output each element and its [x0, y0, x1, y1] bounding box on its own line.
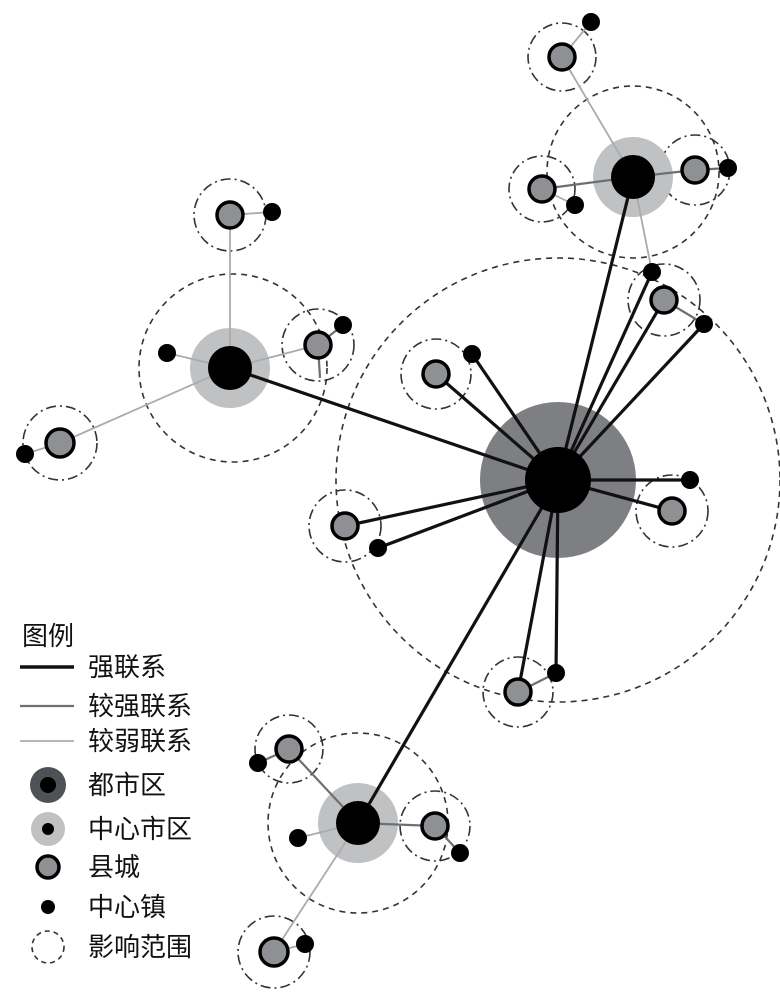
strong-link: [344, 478, 559, 528]
town-node: [263, 203, 281, 221]
town-node: [643, 263, 661, 281]
legend-label-influence: 影响范围: [88, 933, 192, 963]
strong-link: [556, 271, 654, 481]
halos: [190, 137, 673, 863]
legend: 图例 强联系 较强联系 较弱联系 都市区 中心市区 县城 中心镇 影响范围: [20, 622, 192, 964]
town-node: [566, 196, 584, 214]
influence-ring-county: [400, 338, 472, 410]
town-node: [16, 445, 34, 463]
legend-label-center: 中心市区: [88, 815, 192, 845]
town-node: [681, 471, 699, 489]
county-node: [258, 936, 290, 968]
legend-label-metro: 都市区: [88, 771, 166, 801]
influence-ring-county: [508, 155, 576, 223]
town-node: [695, 315, 713, 333]
county-node: [527, 174, 557, 204]
influence-ring-county: [635, 474, 709, 548]
weak-link: [273, 822, 359, 953]
influence-ring-county: [308, 489, 382, 563]
influence-ring-county: [527, 22, 597, 92]
strong-link: [356, 479, 560, 824]
legend-label-strong: 强联系: [88, 653, 166, 683]
influence-ring-county: [22, 405, 98, 481]
strong-link: [516, 479, 560, 693]
center-core-s: [336, 801, 380, 845]
center-core-nw: [208, 346, 252, 390]
influence-ring-county: [482, 656, 554, 728]
town-node: [369, 539, 387, 557]
legend-swatch-metro: [30, 767, 66, 803]
legend-swatch-center: [31, 812, 65, 846]
legend-label-county: 县城: [88, 853, 140, 883]
town-node: [158, 344, 176, 362]
county-node: [421, 359, 451, 389]
town-node: [296, 935, 314, 953]
town-node: [582, 13, 600, 31]
influence-ring-center-ne: [546, 85, 720, 259]
influence-ring-metro: [335, 257, 780, 703]
town-node: [289, 829, 307, 847]
strong-link: [556, 299, 666, 481]
weak-link: [59, 367, 231, 444]
weak-link: [561, 56, 634, 178]
county-node: [303, 330, 333, 360]
town-node: [334, 316, 352, 334]
center-cores: [208, 155, 655, 845]
legend-title: 图例: [22, 622, 74, 652]
legend-swatch-influence: [31, 930, 65, 964]
strong-links: [229, 176, 706, 824]
county-nodes: [44, 42, 710, 968]
town-node: [547, 664, 565, 682]
county-node: [420, 811, 450, 841]
county-node: [547, 42, 577, 72]
legend-swatch-county: [35, 854, 61, 880]
influence-ring-county: [627, 263, 701, 337]
county-node: [657, 496, 687, 526]
county-node: [680, 155, 710, 185]
county-node: [274, 734, 304, 764]
metro-core: [525, 447, 591, 513]
influence-ring-county: [254, 714, 324, 784]
legend-label-town: 中心镇: [88, 893, 166, 923]
influence-ring-center-nw: [138, 273, 328, 463]
county-node: [330, 511, 360, 541]
influence-ring-county: [281, 308, 355, 382]
town-node: [249, 754, 267, 772]
center-core-ne: [611, 155, 655, 199]
legend-label-medium: 较强联系: [88, 692, 192, 722]
legend-swatch-town: [41, 900, 55, 914]
town-node: [719, 159, 737, 177]
influence-ring-county: [237, 915, 311, 989]
county-node: [503, 677, 533, 707]
strong-link: [229, 366, 559, 482]
strong-link: [556, 176, 635, 481]
county-node: [649, 285, 679, 315]
town-nodes: [16, 13, 737, 953]
strong-link: [556, 322, 706, 482]
county-node: [215, 200, 245, 230]
influence-ring-county: [399, 790, 471, 862]
town-node: [463, 345, 481, 363]
legend-label-weak: 较弱联系: [88, 727, 192, 757]
town-node: [451, 844, 469, 862]
county-node: [44, 427, 76, 459]
